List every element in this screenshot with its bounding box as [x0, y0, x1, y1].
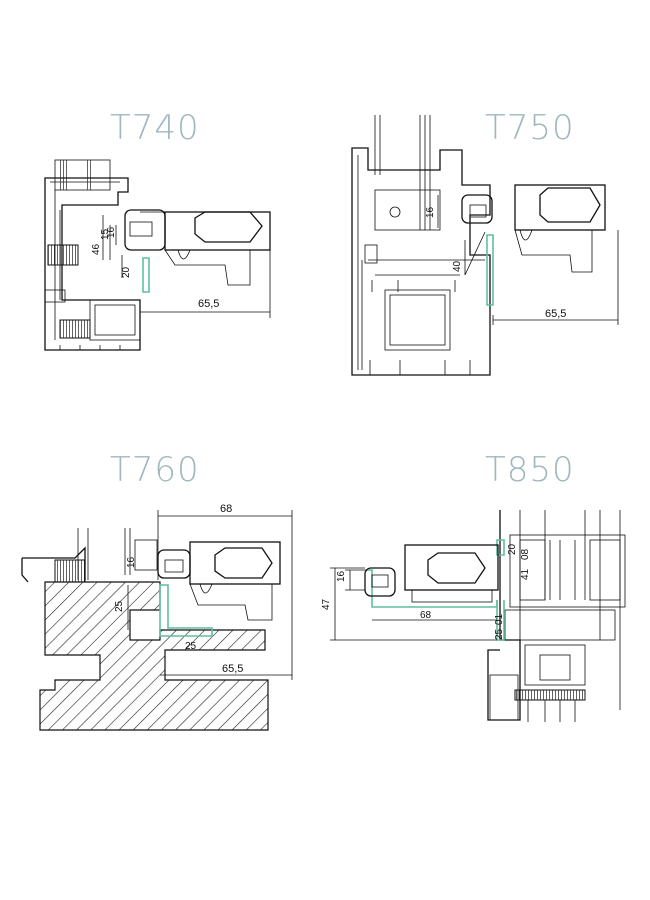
dim-t750-d1: 16 — [425, 206, 436, 218]
dim-t760-d1: 16 — [126, 556, 137, 568]
dim-t740-d2: 15 — [100, 228, 111, 240]
dim-t850-d4: 41 — [520, 568, 531, 580]
dim-t850-d1: 16 — [336, 570, 347, 582]
dim-t740-d4: 20 — [121, 266, 132, 278]
dim-t850-width: 68 — [420, 610, 432, 621]
diagram-title-t740: T740 — [110, 108, 200, 148]
dim-t850-d3: 20 — [507, 543, 518, 555]
dim-t850-d7: 01 — [494, 613, 505, 625]
drawing-t740: 65,5 46 15 16 20 — [44, 159, 271, 351]
dim-t740-width: 65,5 — [198, 298, 219, 310]
dim-t740-d1: 46 — [91, 243, 102, 255]
dim-t760-d3: 25 — [185, 641, 197, 652]
drawing-t760: 68 16 25 25 65,5 — [21, 503, 293, 731]
dim-t750-d2: 40 — [452, 260, 463, 272]
drawing-t850: 16 47 68 20 41 08 25 01 — [321, 510, 626, 722]
dim-t850-d5: 08 — [520, 548, 531, 560]
dim-t760-d2: 25 — [114, 600, 125, 612]
dim-t760-top: 68 — [220, 503, 232, 515]
dim-t740-d3: 16 — [106, 226, 117, 238]
dim-t750-width: 65,5 — [545, 308, 566, 320]
drawing-t750: 16 40 65,5 — [351, 115, 619, 376]
dim-t850-d2: 47 — [321, 598, 332, 610]
dim-t850-d6: 25 — [494, 628, 505, 640]
diagram-title-t760: T760 — [110, 450, 200, 490]
diagram-title-t750: T750 — [485, 108, 575, 148]
dim-t760-width: 65,5 — [222, 663, 243, 675]
diagram-title-t850: T850 — [485, 450, 575, 490]
